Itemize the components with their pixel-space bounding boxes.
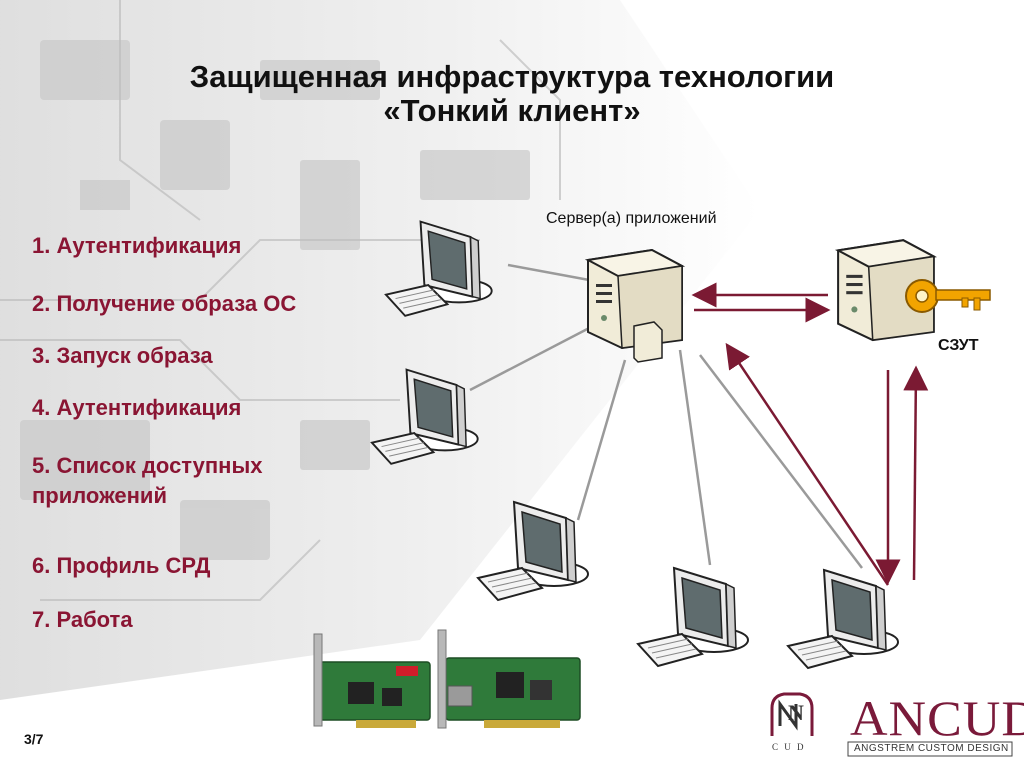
angstrem-caption: ANGSTREM CUSTOM DESIGN (854, 743, 1009, 754)
step-2: 2. Получение образа ОС (32, 291, 297, 316)
step-4: 4. Аутентификация (32, 395, 242, 420)
title-line-1: Защищенная инфраструктура технологии (189, 59, 835, 94)
network-card-icon (313, 633, 431, 728)
szut-label: СЗУТ (938, 337, 979, 354)
step-7: 7. Работа (32, 607, 133, 632)
flow-arrows (691, 282, 929, 586)
step-6: 6. Профиль СРД (32, 553, 211, 578)
key-icon (905, 279, 991, 313)
slide-title: Защищенная инфраструктура технологии «То… (0, 60, 1024, 128)
client-1 (384, 220, 493, 317)
client-4 (637, 567, 749, 667)
client-5 (787, 569, 899, 669)
app-server-label: Сервер(а) приложений (546, 210, 717, 227)
step-1: 1. Аутентификация (32, 233, 242, 258)
step-5-continued: приложений (32, 483, 167, 508)
app-server (586, 248, 684, 363)
step-3: 3. Запуск образа (32, 343, 213, 368)
cud-emblem-logo (770, 692, 814, 736)
client-2 (370, 368, 479, 465)
step-5: 5. Список доступных (32, 453, 263, 478)
network-card-icon-2 (437, 629, 581, 729)
cud-letters: C U D (772, 742, 806, 752)
cud-mark: N (788, 700, 804, 725)
client-3 (477, 501, 589, 601)
ancud-wordmark: ANCUD (850, 692, 1024, 747)
network-lines (469, 263, 863, 569)
ancud-logo (847, 741, 1013, 757)
page-number: 3/7 (24, 731, 44, 747)
szut-server (837, 239, 991, 342)
title-line-2: «Тонкий клиент» (383, 93, 641, 128)
